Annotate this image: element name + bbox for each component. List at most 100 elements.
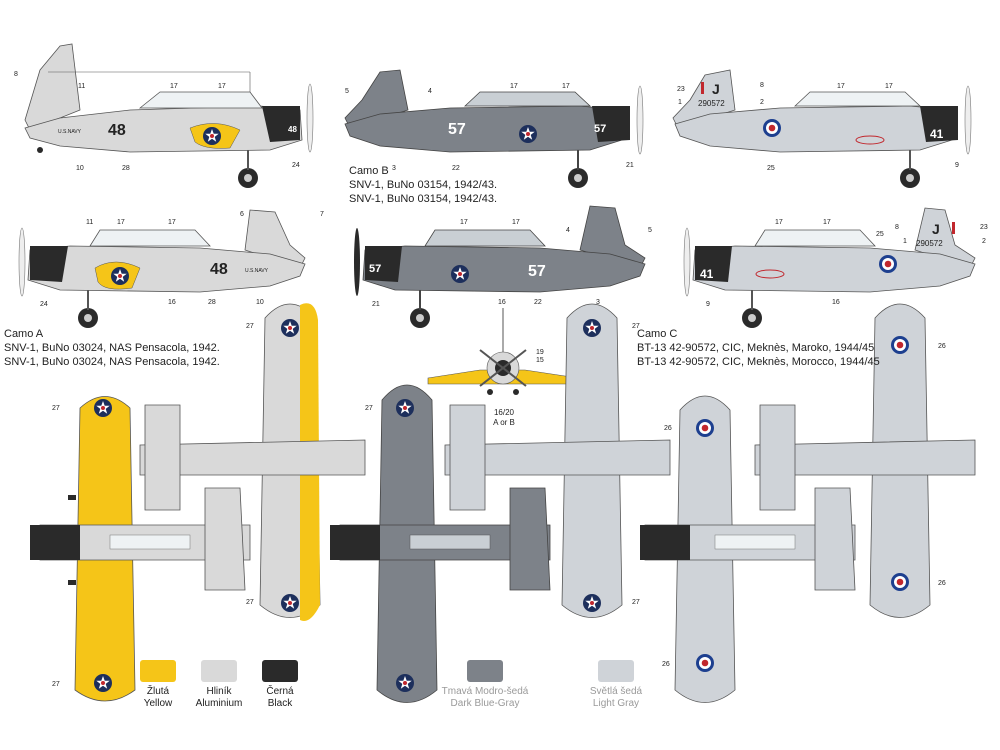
legend-label-black: Černá Black <box>235 686 325 710</box>
callout-25: 25 <box>767 165 775 172</box>
camo-c-plan-top <box>754 303 976 618</box>
camo-b-heading: Camo B <box>349 165 389 177</box>
callout-5: 5 <box>345 88 349 95</box>
callout-4b: 4 <box>566 227 570 234</box>
callout-17f: 17 <box>885 83 893 90</box>
legend-swatch-aluminium <box>201 660 237 682</box>
callout-7: 7 <box>320 211 324 218</box>
legend-black-en: Black <box>267 698 293 709</box>
legend-yellow-cz: Žlutá <box>146 686 170 697</box>
camo-a-line-cz: SNV-1, BuNo 03024, NAS Pensacola, 1942. <box>4 342 220 354</box>
callout-16c: 16 <box>832 299 840 306</box>
callout-27e: 27 <box>365 405 373 412</box>
camo-b-left-code-nose: 57 <box>369 263 381 275</box>
callout-10b: 10 <box>256 299 264 306</box>
camo-c-plan-bottom <box>640 395 856 703</box>
callout-2: 2 <box>760 99 764 106</box>
callout-17h: 17 <box>168 219 176 226</box>
callout-27d: 27 <box>52 681 60 688</box>
callout-3: 3 <box>392 165 396 172</box>
camo-c-left-serial: 290572 <box>916 239 943 248</box>
callout-25b: 25 <box>876 231 884 238</box>
callout-10: 10 <box>76 165 84 172</box>
front-callout-15: 15 <box>536 357 544 364</box>
front-view-label-bottom: A or B <box>493 418 515 427</box>
legend-label-dark-blue-gray: Tmavá Modro-šedá Dark Blue-Gray <box>440 686 530 710</box>
camo-c-line-en: BT-13 42-90572, CIC, Meknès, Morocco, 19… <box>637 356 880 368</box>
callout-8: 8 <box>14 71 18 78</box>
callout-16: 16 <box>168 299 176 306</box>
legend-label-aluminium: Hliník Aluminium <box>174 686 264 710</box>
callout-27b: 27 <box>52 405 60 412</box>
camo-a-left-navy: U.S.NAVY <box>245 268 269 274</box>
callout-8b: 8 <box>760 82 764 89</box>
callout-17e: 17 <box>837 83 845 90</box>
callout-16b: 16 <box>498 299 506 306</box>
camo-b-line-en: SNV-1, BuNo 03154, 1942/43. <box>349 193 497 205</box>
legend-label-light-gray: Světlá šedá Light Gray <box>571 686 661 710</box>
legend-swatch-light-gray <box>598 660 634 682</box>
camo-a-side-code: 48 <box>108 122 126 139</box>
callout-27c: 27 <box>246 599 254 606</box>
callout-27f: 27 <box>632 323 640 330</box>
callout-23b: 23 <box>980 224 988 231</box>
camo-b-side-profile-left: 57 57 <box>354 205 646 328</box>
callout-24: 24 <box>292 162 300 169</box>
callout-4: 4 <box>428 88 432 95</box>
legend-yellow-en: Yellow <box>143 698 173 709</box>
callout-6: 6 <box>240 211 244 218</box>
legend-label-yellow: Žlutá Yellow <box>113 686 203 710</box>
callout-17k: 17 <box>775 219 783 226</box>
camo-c-left-letter: J <box>932 221 940 237</box>
callout-17i: 17 <box>460 219 468 226</box>
camo-a-plan-bottom <box>30 396 251 702</box>
camo-a-left-code: 48 <box>210 261 228 278</box>
callout-labels: 8 11 17 17 10 28 24 5 4 17 17 3 22 21 23… <box>14 71 988 688</box>
camo-c-serial: 290572 <box>698 99 725 108</box>
legend-light-gray-cz: Světlá šedá <box>589 686 643 697</box>
legend-swatch-black <box>262 660 298 682</box>
callout-28b: 28 <box>208 299 216 306</box>
callout-27g: 27 <box>632 599 640 606</box>
callout-22b: 22 <box>534 299 542 306</box>
callout-28: 28 <box>122 165 130 172</box>
callout-26c: 26 <box>938 343 946 350</box>
camo-c-left-code: 41 <box>700 267 714 281</box>
legend-dark-blue-gray-en: Dark Blue-Gray <box>450 698 520 709</box>
camo-c-side-profile-right: J 290572 41 <box>672 69 972 188</box>
camo-c-side-profile-left: J 290572 41 <box>683 207 976 328</box>
camo-a-side-code-nose: 48 <box>288 125 297 134</box>
camo-b-plan-top <box>444 303 671 618</box>
callout-21: 21 <box>626 162 634 169</box>
callout-17j: 17 <box>512 219 520 226</box>
legend-swatch-dark-blue-gray <box>467 660 503 682</box>
callout-5b: 5 <box>648 227 652 234</box>
camo-c-side-code: 41 <box>930 127 944 141</box>
callout-17c: 17 <box>510 83 518 90</box>
camo-a-side-profile-right: 48 48 U.S.NAVY <box>24 43 314 188</box>
camo-b-side-code: 57 <box>448 121 466 138</box>
camo-c-tail-letter: J <box>712 81 720 97</box>
callout-21b: 21 <box>372 301 380 308</box>
front-callout-19: 19 <box>536 349 544 356</box>
camo-a-plan-top <box>139 303 366 621</box>
camo-b-plan-bottom <box>330 384 551 703</box>
callout-3b: 3 <box>596 299 600 306</box>
front-view-caption: 16/20 A or B <box>474 408 534 428</box>
callout-11: 11 <box>78 83 85 90</box>
camo-a-heading: Camo A <box>4 328 44 340</box>
legend-black-cz: Černá <box>266 686 294 697</box>
legend-swatch-yellow <box>140 660 176 682</box>
callout-26b: 26 <box>662 661 670 668</box>
callout-1b: 1 <box>903 238 907 245</box>
camo-a-caption: Camo A SNV-1, BuNo 03024, NAS Pensacola,… <box>4 327 220 369</box>
camo-c-heading: Camo C <box>637 328 678 340</box>
callout-23: 23 <box>677 86 685 93</box>
legend-dark-blue-gray-cz: Tmavá Modro-šedá <box>441 686 529 697</box>
callout-27a: 27 <box>246 323 254 330</box>
callout-11b: 11 <box>86 219 93 226</box>
callout-24b: 24 <box>40 301 48 308</box>
front-view-label-top: 16/20 <box>493 408 515 417</box>
callout-2b: 2 <box>982 238 986 245</box>
